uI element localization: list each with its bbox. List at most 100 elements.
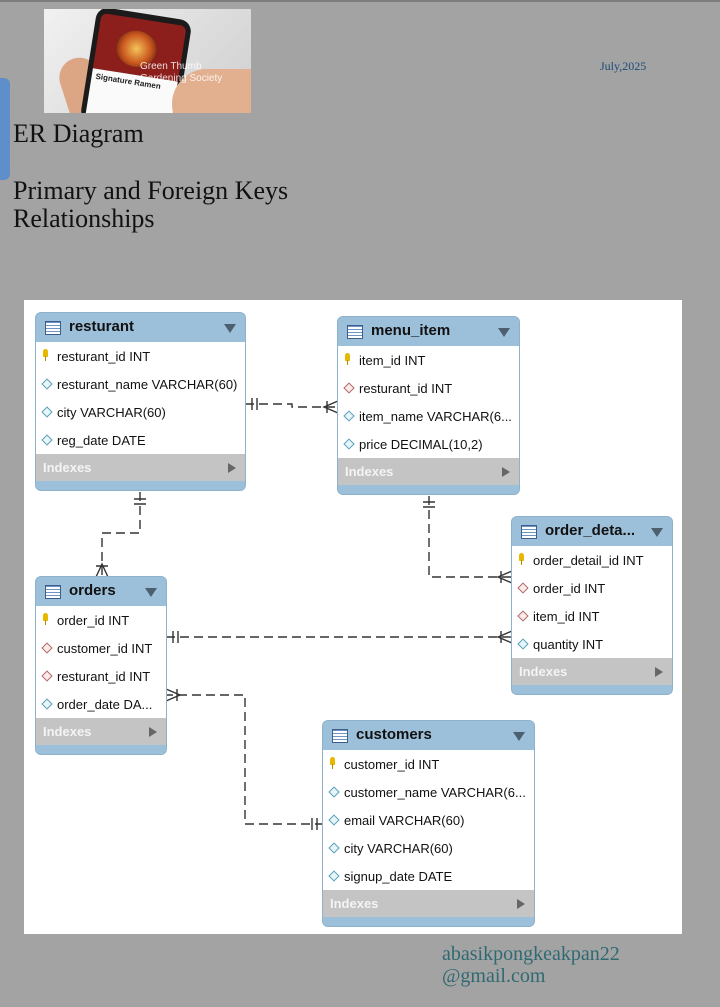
column-row[interactable]: price DECIMAL(10,2) [338, 430, 519, 458]
column-row[interactable]: city VARCHAR(60) [36, 398, 245, 426]
column-row[interactable]: customer_id INT [36, 634, 166, 662]
table-header[interactable]: customers [323, 721, 534, 750]
column-row[interactable]: email VARCHAR(60) [323, 806, 534, 834]
table-icon [347, 325, 363, 339]
column-list: customer_id INT customer_name VARCHAR(6..… [323, 750, 534, 890]
indexes-bar[interactable]: Indexes [36, 454, 245, 481]
column-row[interactable]: resturant_id INT [36, 662, 166, 690]
table-footer [323, 917, 534, 926]
one-mandatory-marker [251, 398, 258, 410]
expand-arrow-icon[interactable] [502, 467, 510, 477]
one-mandatory-marker [423, 501, 435, 508]
column-row[interactable]: order_detail_id INT [512, 546, 672, 574]
table-header[interactable]: orders [36, 577, 166, 606]
many-marker [322, 400, 339, 414]
indexes-label: Indexes [43, 724, 92, 739]
table-icon [45, 321, 61, 335]
indexes-bar[interactable]: Indexes [36, 718, 166, 745]
collapse-arrow-icon[interactable] [145, 588, 157, 597]
primary-key-icon [345, 353, 350, 365]
column-row[interactable]: item_name VARCHAR(6... [338, 402, 519, 430]
table-footer [36, 481, 245, 490]
indexes-bar[interactable]: Indexes [338, 458, 519, 485]
collapse-arrow-icon[interactable] [224, 324, 236, 333]
table-header[interactable]: resturant [36, 313, 245, 342]
indexes-label: Indexes [519, 664, 568, 679]
collapse-arrow-icon[interactable] [651, 528, 663, 537]
column-label: resturant_id INT [57, 349, 151, 364]
watermark-line2: Gardening Society [140, 73, 223, 84]
column-icon [517, 638, 529, 650]
table-icon [332, 729, 348, 743]
column-row[interactable]: order_id INT [36, 606, 166, 634]
table-header[interactable]: order_deta... [512, 517, 672, 546]
column-icon [328, 786, 340, 798]
foreign-key-icon [343, 382, 355, 394]
table-order-details[interactable]: order_deta...order_detail_id INT order_id… [512, 517, 672, 694]
expand-arrow-icon[interactable] [517, 899, 525, 909]
table-footer [338, 485, 519, 494]
column-label: customer_id INT [57, 641, 153, 656]
column-row[interactable]: order_id INT [512, 574, 672, 602]
column-label: order_date DA... [57, 697, 153, 712]
column-row[interactable]: city VARCHAR(60) [323, 834, 534, 862]
email-line2: @gmail.com [442, 965, 546, 987]
indexes-label: Indexes [330, 896, 379, 911]
table-name: customers [356, 726, 432, 743]
column-label: email VARCHAR(60) [344, 813, 465, 828]
column-row[interactable]: order_date DA... [36, 690, 166, 718]
primary-key-icon [43, 613, 48, 625]
column-row[interactable]: customer_id INT [323, 750, 534, 778]
column-icon [41, 406, 53, 418]
table-header[interactable]: menu_item [338, 317, 519, 346]
expand-arrow-icon[interactable] [149, 727, 157, 737]
indexes-label: Indexes [43, 460, 92, 475]
collapse-arrow-icon[interactable] [513, 732, 525, 741]
column-label: order_id INT [533, 581, 606, 596]
column-row[interactable]: quantity INT [512, 630, 672, 658]
column-label: reg_date DATE [57, 433, 146, 448]
primary-key-icon [519, 553, 524, 565]
many-marker [95, 562, 109, 578]
side-tab[interactable] [0, 78, 10, 180]
rel-customers-orders [166, 694, 324, 825]
column-label: resturant_id INT [359, 381, 453, 396]
column-icon [328, 842, 340, 854]
table-customers[interactable]: customers customer_id INT customer_name VA… [323, 721, 534, 926]
expand-arrow-icon[interactable] [655, 667, 663, 677]
rel-resturant-menu-item [245, 403, 338, 408]
column-label: city VARCHAR(60) [344, 841, 453, 856]
column-row[interactable]: reg_date DATE [36, 426, 245, 454]
one-mandatory-marker [134, 498, 146, 505]
column-row[interactable]: item_id INT [512, 602, 672, 630]
column-list: order_detail_id INT order_id INT item_id I… [512, 546, 672, 658]
column-row[interactable]: resturant_name VARCHAR(60) [36, 370, 245, 398]
column-label: resturant_name VARCHAR(60) [57, 377, 238, 392]
indexes-bar[interactable]: Indexes [323, 890, 534, 917]
table-name: menu_item [371, 322, 451, 339]
column-icon [328, 870, 340, 882]
primary-key-icon [43, 349, 48, 361]
indexes-bar[interactable]: Indexes [512, 658, 672, 685]
column-row[interactable]: item_id INT [338, 346, 519, 374]
rel-menuitem-orderdetails [428, 496, 512, 578]
column-row[interactable]: signup_date DATE [323, 862, 534, 890]
column-icon [343, 438, 355, 450]
expand-arrow-icon[interactable] [228, 463, 236, 473]
column-label: signup_date DATE [344, 869, 453, 884]
column-row[interactable]: customer_name VARCHAR(6... [323, 778, 534, 806]
column-list: item_id INT resturant_id INT item_name VAR… [338, 346, 519, 458]
column-list: resturant_id INT resturant_name VARCHAR(6… [36, 342, 245, 454]
many-marker [496, 570, 513, 584]
column-label: customer_id INT [344, 757, 440, 772]
column-label: price DECIMAL(10,2) [359, 437, 483, 452]
column-row[interactable]: resturant_id INT [338, 374, 519, 402]
hand-shape [172, 69, 251, 113]
column-row[interactable]: resturant_id INT [36, 342, 245, 370]
table-resturant[interactable]: resturant resturant_id INT resturant_name … [36, 313, 245, 490]
hero-image: Signature Ramen Green Thumb Gardening So… [44, 9, 251, 113]
collapse-arrow-icon[interactable] [498, 328, 510, 337]
column-label: resturant_id INT [57, 669, 151, 684]
